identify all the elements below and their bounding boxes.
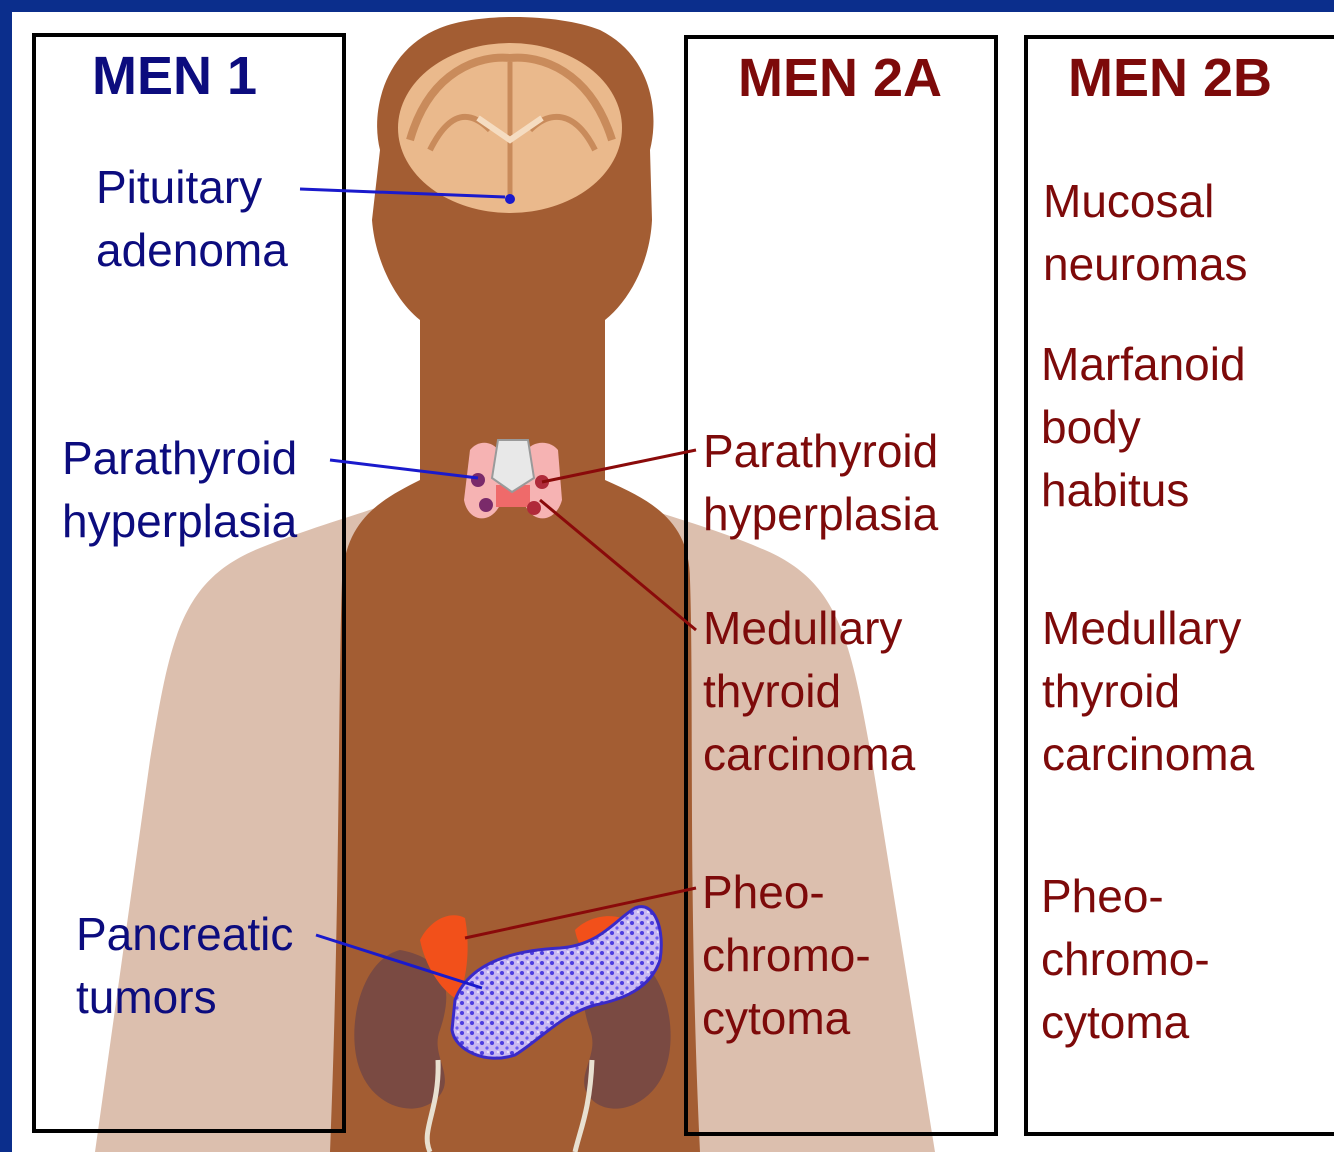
men2b-pheo-label: Pheo- chromo- cytoma: [1041, 865, 1210, 1054]
men2a-parathyroid-label: Parathyroid hyperplasia: [703, 420, 938, 546]
men2a-pheo-label: Pheo- chromo- cytoma: [702, 861, 871, 1050]
brain-icon: [398, 43, 622, 213]
men1-parathyroid-label: Parathyroid hyperplasia: [62, 427, 297, 553]
men1-title: MEN 1: [92, 46, 257, 106]
men2b-mucosal-label: Mucosal neuromas: [1043, 170, 1248, 296]
men2b-title: MEN 2B: [1068, 48, 1272, 108]
men2b-medullary-label: Medullary thyroid carcinoma: [1042, 597, 1254, 786]
men1-pancreatic-label: Pancreatic tumors: [76, 903, 293, 1029]
men2a-medullary-label: Medullary thyroid carcinoma: [703, 597, 915, 786]
men2a-title: MEN 2A: [738, 48, 942, 108]
men2b-marfanoid-label: Marfanoid body habitus: [1041, 333, 1246, 522]
men1-pituitary-label: Pituitary adenoma: [96, 156, 288, 282]
